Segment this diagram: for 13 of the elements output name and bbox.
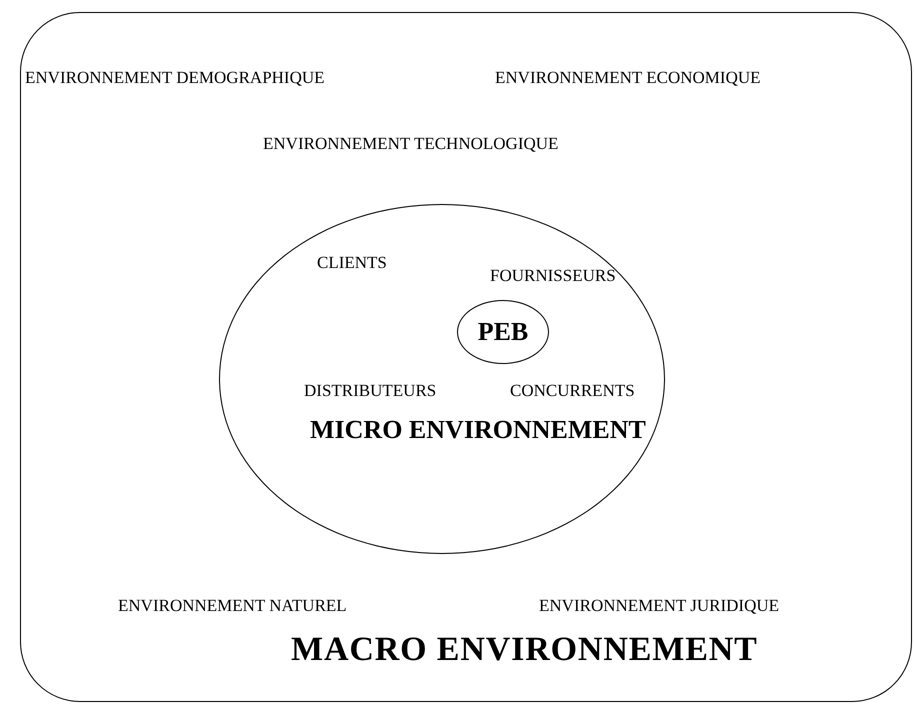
factor-label: CLIENTS (317, 254, 387, 271)
factor-label: DISTRIBUTEURS (304, 382, 436, 399)
factor-label: FOURNISSEURS (490, 267, 616, 284)
factor-label: ENVIRONNEMENT JURIDIQUE (539, 597, 780, 614)
factor-label: CONCURRENTS (510, 382, 635, 399)
zone-title: MICRO ENVIRONNEMENT (310, 417, 646, 443)
factor-label: ENVIRONNEMENT DEMOGRAPHIQUE (25, 69, 325, 86)
node-title: PEB (478, 319, 528, 345)
factor-label: ENVIRONNEMENT ECONOMIQUE (495, 69, 761, 86)
rounded-box (20, 12, 912, 702)
factor-label: ENVIRONNEMENT TECHNOLOGIQUE (263, 135, 558, 152)
factor-label: ENVIRONNEMENT NATUREL (118, 597, 347, 614)
zone-title: MACRO ENVIRONNEMENT (291, 633, 758, 667)
